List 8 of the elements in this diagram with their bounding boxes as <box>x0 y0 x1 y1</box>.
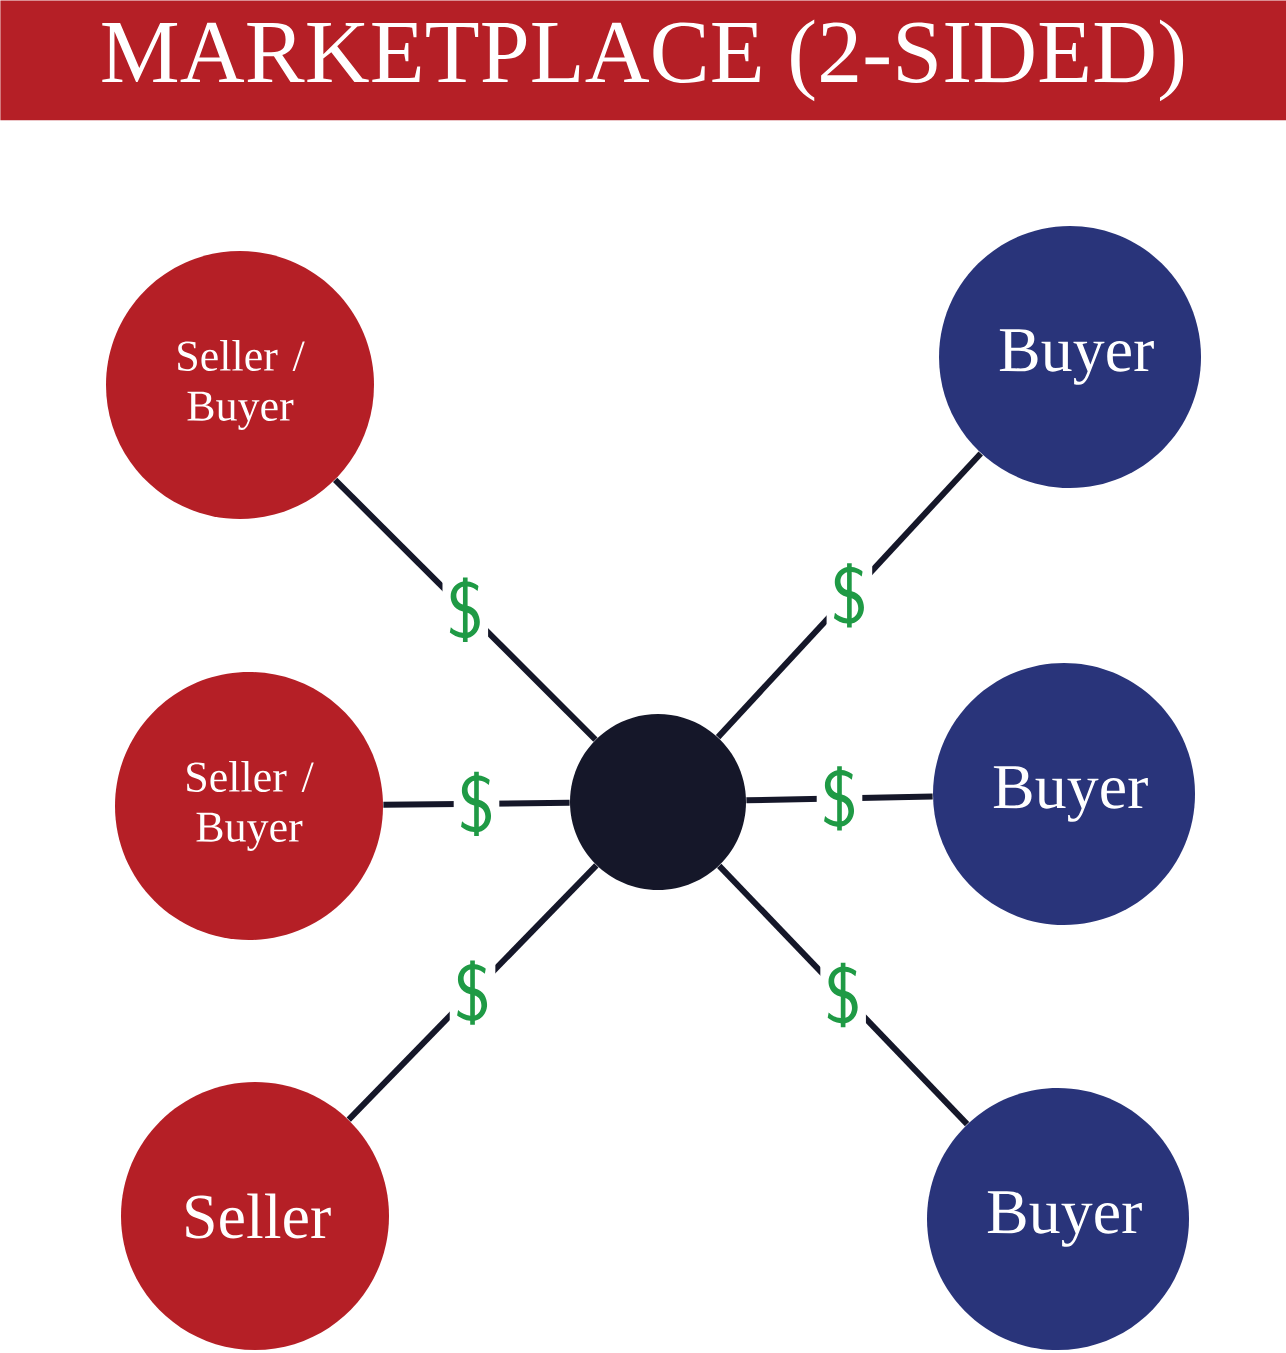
dollar-sign: $ <box>820 958 866 1032</box>
dollar-sign: $ <box>449 956 496 1029</box>
dollar-sign: $ <box>826 559 873 632</box>
dollar-sign: $ <box>453 767 500 840</box>
dollar-sign: $ <box>816 762 863 835</box>
title-banner: MARKETPLACE (2-SIDED) <box>0 0 1286 121</box>
dollar-sign: $ <box>442 573 489 646</box>
hub-circle <box>570 714 746 890</box>
